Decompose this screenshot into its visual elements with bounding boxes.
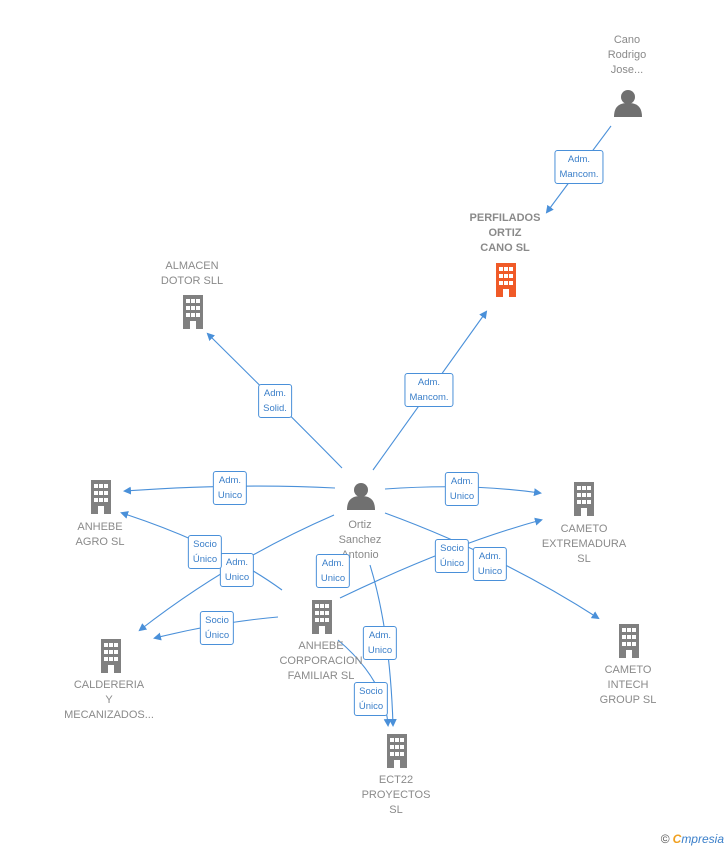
node-label-cano[interactable]: Cano Rodrigo Jose...: [607, 34, 647, 76]
building-icon-perfilados[interactable]: [496, 263, 516, 297]
node-label-cameto-intech[interactable]: CAMETO INTECH GROUP SL: [599, 664, 657, 706]
person-icon-ortiz[interactable]: [347, 483, 375, 510]
node-label-almacen[interactable]: ALMACEN DOTOR SLL: [160, 260, 224, 287]
building-icon-ect22[interactable]: [387, 734, 407, 768]
edge-label-ortiz-ect22[interactable]: Adm. Unico: [362, 626, 398, 660]
edge-label-ortiz-anhebe-agro[interactable]: Adm. Unico: [212, 471, 248, 505]
brand-name: mpresia: [681, 832, 724, 846]
building-icon-anhebe-corp[interactable]: [312, 600, 332, 634]
edge-label-ortiz-cameto-intech[interactable]: Adm. Unico: [472, 547, 508, 581]
node-label-perfilados[interactable]: PERFILADOS ORTIZ CANO SL: [469, 212, 541, 254]
edge-corp-to-ect22: [337, 639, 392, 727]
node-label-caldereria[interactable]: CALDERERIA Y MECANIZADOS...: [64, 679, 154, 721]
node-label-anhebe-corp[interactable]: ANHEBE CORPORACION FAMILIAR SL: [279, 640, 363, 682]
node-label-anhebe-agro[interactable]: ANHEBE AGRO SL: [75, 521, 125, 548]
building-icon-cameto-intech[interactable]: [619, 624, 639, 658]
edge-label-ortiz-perfilados[interactable]: Adm. Mancom.: [404, 373, 454, 407]
edge-label-ortiz-cameto-ext[interactable]: Adm. Unico: [444, 472, 480, 506]
edge-label-ortiz-corp[interactable]: Adm. Unico: [315, 554, 351, 588]
edge-label-corp-caldereria[interactable]: Socio Único: [199, 611, 235, 645]
copyright-icon: ©: [660, 832, 670, 846]
edge-label-ortiz-almacen[interactable]: Adm. Solid.: [258, 384, 292, 418]
node-label-cameto-ext[interactable]: CAMETO EXTREMADURA SL: [541, 523, 627, 565]
building-icon-caldereria[interactable]: [101, 639, 121, 673]
edge-label-corp-cameto-ext[interactable]: Socio Único: [434, 539, 470, 573]
empresia-logo: ©Cmpresia: [661, 832, 724, 846]
building-icon-cameto-ext[interactable]: [574, 482, 594, 516]
node-label-ortiz[interactable]: Ortiz Sanchez Antonio: [338, 519, 382, 561]
brand-initial: C: [672, 832, 682, 846]
node-label-ect22[interactable]: ECT22 PROYECTOS SL: [361, 774, 431, 816]
building-icon-anhebe-agro[interactable]: [91, 480, 111, 514]
edge-label-corp-anhebe-agro[interactable]: Socio Único: [187, 535, 223, 569]
edge-label-corp-ect22[interactable]: Socio Único: [353, 682, 389, 716]
edge-label-ortiz-caldereria[interactable]: Adm. Unico: [219, 553, 255, 587]
edge-label-cano-perfilados[interactable]: Adm. Mancom.: [554, 150, 604, 184]
building-icon-almacen[interactable]: [183, 295, 203, 329]
person-icon-cano[interactable]: [614, 90, 642, 117]
